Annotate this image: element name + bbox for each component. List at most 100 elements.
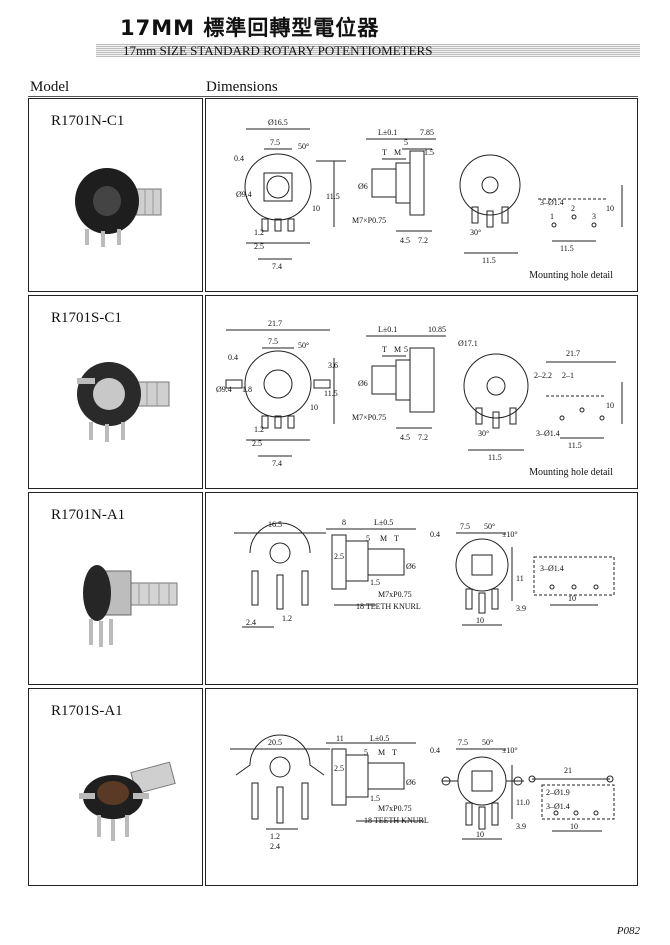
mounting-hole-note: Mounting hole detail [529, 270, 613, 281]
dim-label: M7×P0.75 [352, 413, 386, 422]
model-name: R1701S-A1 [51, 703, 123, 719]
dim-label: M7xP0.75 [378, 804, 412, 813]
dim-label: 11.5 [560, 244, 574, 253]
page-subtitle: 17mm SIZE STANDARD ROTARY POTENTIOMETERS [123, 43, 433, 58]
dim-label: Ø6 [406, 778, 416, 787]
page-title: 17MM 標準回轉型電位器 [120, 16, 380, 40]
dim-label: ±10° [502, 530, 518, 539]
dim-label: 1.5 [370, 794, 380, 803]
dim-label: 21.7 [268, 319, 282, 328]
dimension-drawing-r1701n-a1: 16.5 2.4 1.2 8 L±0.5 5 M T 2.5 Ø6 1.5 M7… [205, 492, 638, 685]
subtitle-band [96, 44, 640, 57]
model-cell-r1701s-a1: R1701S-A1 [28, 688, 203, 886]
dim-label: 21.7 [566, 349, 580, 358]
dim-label: 10 [570, 822, 578, 831]
dim-label: 2.4 [246, 618, 256, 627]
dim-label: Ø6 [406, 562, 416, 571]
dimension-drawing-r1701s-a1: 20.5 1.2 2.4 11 L±0.5 5 M T 2.5 Ø6 1.5 M… [205, 688, 638, 886]
model-cell-r1701s-c1: R1701S-C1 [28, 295, 203, 489]
dim-label: 10 [476, 616, 484, 625]
dim-label: L±0.1 [378, 128, 397, 137]
dim-label: 2.4 [270, 842, 280, 851]
header-divider [28, 96, 638, 97]
dim-label: 2 [571, 204, 575, 213]
dim-label: 3.6 [328, 361, 338, 370]
dim-label: 2.5 [334, 552, 344, 561]
dim-label: 10.85 [428, 325, 446, 334]
dim-label: Ø6 [358, 379, 368, 388]
technical-drawing: 21.7 7.5 50° 0.4 Ø9.4 1.2 2.5 7.4 10 11.… [216, 319, 623, 468]
dim-label: M [394, 345, 401, 354]
dim-label: 18 TEETH KNURL [356, 602, 421, 611]
dim-label: 16.5 [268, 520, 282, 529]
dim-label: 10 [568, 594, 576, 603]
dim-label: 1.2 [254, 228, 264, 237]
model-column-header: Model [30, 79, 70, 95]
dim-label: 5 [366, 534, 370, 543]
dim-label: 5 [364, 748, 368, 757]
dimensions-column-header: Dimensions [206, 79, 278, 95]
dim-label: 11 [336, 734, 344, 743]
dim-label: 11 [516, 574, 524, 583]
dim-label: 10 [606, 204, 614, 213]
dim-label: 18 TEETH KNURL [364, 816, 429, 825]
dim-label: 11.5 [568, 441, 582, 450]
dim-label: M7×P0.75 [352, 216, 386, 225]
dim-label: 7.5 [458, 738, 468, 747]
dim-label: Ø17.1 [458, 339, 478, 348]
mounting-hole-note: Mounting hole detail [529, 467, 613, 478]
dim-label: 7.5 [270, 138, 280, 147]
dim-label: 7.2 [418, 236, 428, 245]
dim-label: 7.4 [272, 459, 282, 468]
dim-label: 1 [550, 212, 554, 221]
dim-label: 0.4 [430, 746, 440, 755]
product-photo [79, 761, 176, 841]
dim-label: 50° [482, 738, 493, 747]
dim-label: ±10° [502, 746, 518, 755]
dim-label: T [392, 748, 397, 757]
product-photo [83, 565, 178, 647]
model-name: R1701S-C1 [51, 310, 122, 326]
model-name: R1701N-A1 [51, 507, 126, 523]
dim-label: L±0.1 [378, 325, 397, 334]
dim-label: 7.5 [268, 337, 278, 346]
model-cell-r1701n-a1: R1701N-A1 [28, 492, 203, 685]
dim-label: 7.4 [272, 262, 282, 271]
dim-label: 1.2 [282, 614, 292, 623]
dim-label: 3 [592, 212, 596, 221]
dim-label: Ø16.5 [268, 118, 288, 127]
dim-label: 5 [404, 138, 408, 147]
dim-label: Ø9.4 [236, 190, 252, 199]
dim-label: 10 [606, 401, 614, 410]
dim-label: 0.4 [430, 530, 440, 539]
dim-label: T [382, 148, 387, 157]
dim-label: 3.9 [516, 604, 526, 613]
dim-label: T [394, 534, 399, 543]
dim-label: 1.2 [270, 832, 280, 841]
page-number: P082 [616, 925, 640, 937]
dim-label: 4.5 [400, 236, 410, 245]
dim-label: 21 [564, 766, 572, 775]
dim-label: M [394, 148, 401, 157]
dim-label: 11.5 [482, 256, 496, 265]
dim-label: L±0.5 [374, 518, 393, 527]
dim-label: 7.2 [418, 433, 428, 442]
dim-label: 3–Ø1.4 [540, 198, 564, 207]
dim-label: 3.9 [516, 822, 526, 831]
dim-label: 2.5 [252, 439, 262, 448]
model-name: R1701N-C1 [51, 113, 125, 129]
dim-label: 11.5 [324, 389, 338, 398]
dim-label: Ø9.4 [216, 385, 232, 394]
dim-label: 3–Ø1.4 [540, 564, 564, 573]
dim-label: 1.8 [242, 385, 252, 394]
model-cell-r1701n-c1: R1701N-C1 [28, 98, 203, 292]
dim-label: 30° [470, 228, 481, 237]
dim-label: 3–Ø1.4 [546, 802, 570, 811]
dim-label: 7.85 [420, 128, 434, 137]
dimension-drawing-r1701n-c1: Ø16.5 7.5 50° 0.4 Ø9.4 1.2 2.5 7.4 10 11… [205, 98, 638, 292]
dim-label: M7xP0.75 [378, 590, 412, 599]
dim-label: M [378, 748, 385, 757]
dim-label: 10 [310, 403, 318, 412]
technical-drawing: 20.5 1.2 2.4 11 L±0.5 5 M T 2.5 Ø6 1.5 M… [230, 734, 615, 851]
dim-label: 3–Ø1.4 [536, 429, 560, 438]
